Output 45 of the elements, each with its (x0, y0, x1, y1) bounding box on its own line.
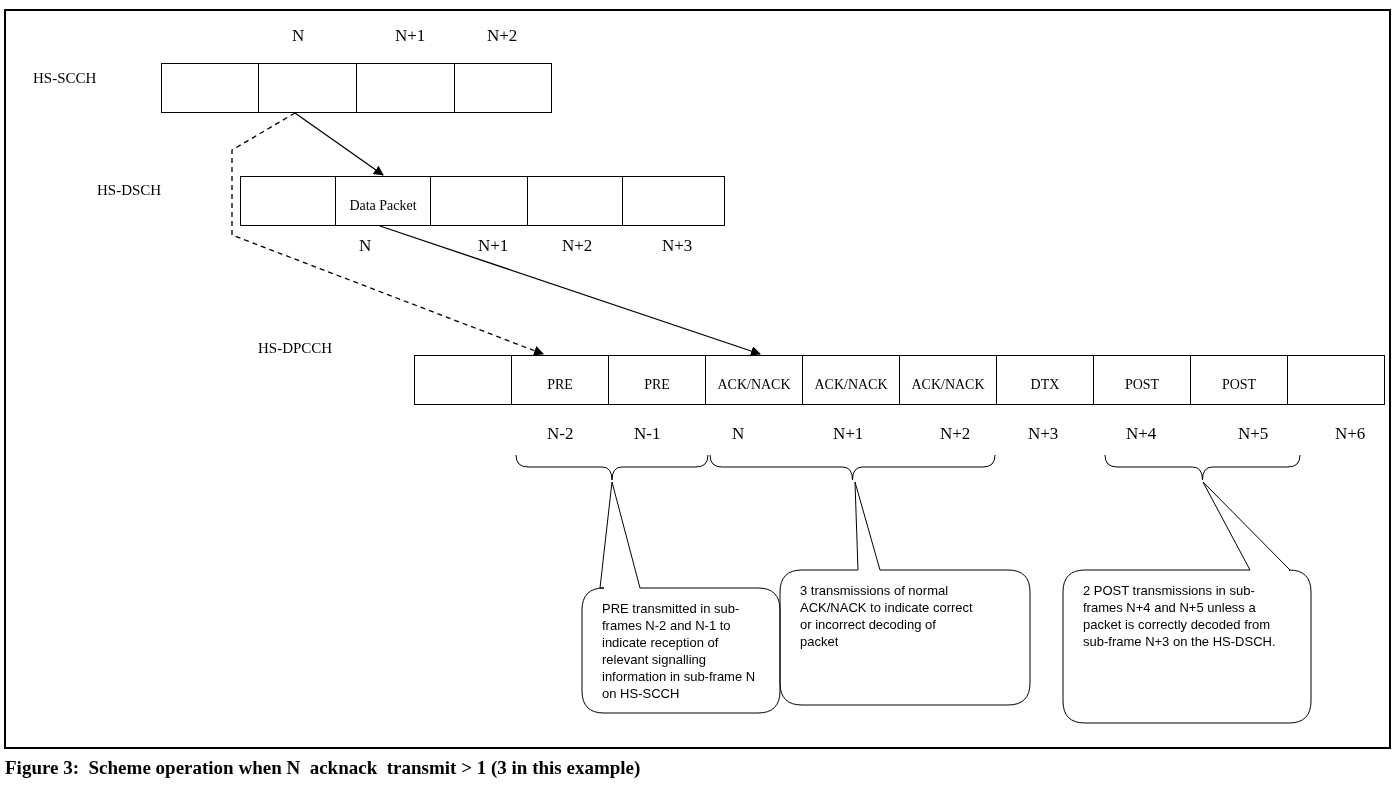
empty-slot-cell (161, 63, 259, 113)
channel-name: HS-SCCH (33, 69, 97, 87)
empty-slot-cell (1287, 355, 1385, 405)
callout-text: PRE transmitted in sub-frames N-2 and N-1 to indicate reception of relevant signalling information in sub-frame N on HS-SCCH (602, 600, 762, 702)
slot-number: N+1 (833, 425, 864, 443)
empty-slot-cell (356, 63, 455, 113)
slot-number: N-2 (547, 425, 574, 443)
labeled-slot-cell: POST (1190, 355, 1288, 405)
arrow (231, 112, 544, 356)
empty-slot-cell (622, 176, 725, 226)
labeled-slot-cell: ACK/NACK (705, 355, 803, 405)
slot-number: N-1 (634, 425, 661, 443)
arrow (294, 112, 384, 176)
empty-slot-cell (240, 176, 336, 226)
empty-slot-cell (527, 176, 623, 226)
slot-number: N (359, 237, 372, 255)
labeled-slot-cell: PRE (511, 355, 609, 405)
slot-number: N+1 (395, 27, 426, 45)
slot-number: N+2 (940, 425, 971, 443)
slot-number: N (732, 425, 745, 443)
slot-number: N+1 (478, 237, 509, 255)
callout-text: 3 transmissions of normal ACK/NACK to indicate correct or incorrect decoding of packet (800, 582, 975, 650)
empty-slot-cell (414, 355, 512, 405)
empty-slot-cell (454, 63, 552, 113)
slot-number: N+2 (562, 237, 593, 255)
slot-number: N+3 (662, 237, 693, 255)
slot-number: N+2 (487, 27, 518, 45)
empty-slot-cell (258, 63, 357, 113)
slot-number: N+4 (1126, 425, 1157, 443)
channel-name: HS-DSCH (97, 181, 162, 199)
arrow (379, 225, 761, 356)
figure-caption: Figure 3: Scheme operation when N acknack transmit > 1 (3 in this example) (5, 757, 641, 779)
slot-number: N+6 (1335, 425, 1366, 443)
empty-slot-cell (430, 176, 528, 226)
slot-number: N+3 (1028, 425, 1059, 443)
labeled-slot-cell: POST (1093, 355, 1191, 405)
callout-text: 2 POST transmissions in sub-frames N+4 and N+5 unless a packet is correctly decoded from sub-frame N+3 on the HS-DSCH. (1083, 582, 1283, 650)
slot-number: N+5 (1238, 425, 1269, 443)
labeled-slot-cell: Data Packet (335, 176, 431, 226)
labeled-slot-cell: PRE (608, 355, 706, 405)
labeled-slot-cell: ACK/NACK (802, 355, 900, 405)
labeled-slot-cell: DTX (996, 355, 1094, 405)
slot-number: N (292, 27, 305, 45)
channel-name: HS-DPCCH (258, 339, 333, 357)
labeled-slot-cell: ACK/NACK (899, 355, 997, 405)
